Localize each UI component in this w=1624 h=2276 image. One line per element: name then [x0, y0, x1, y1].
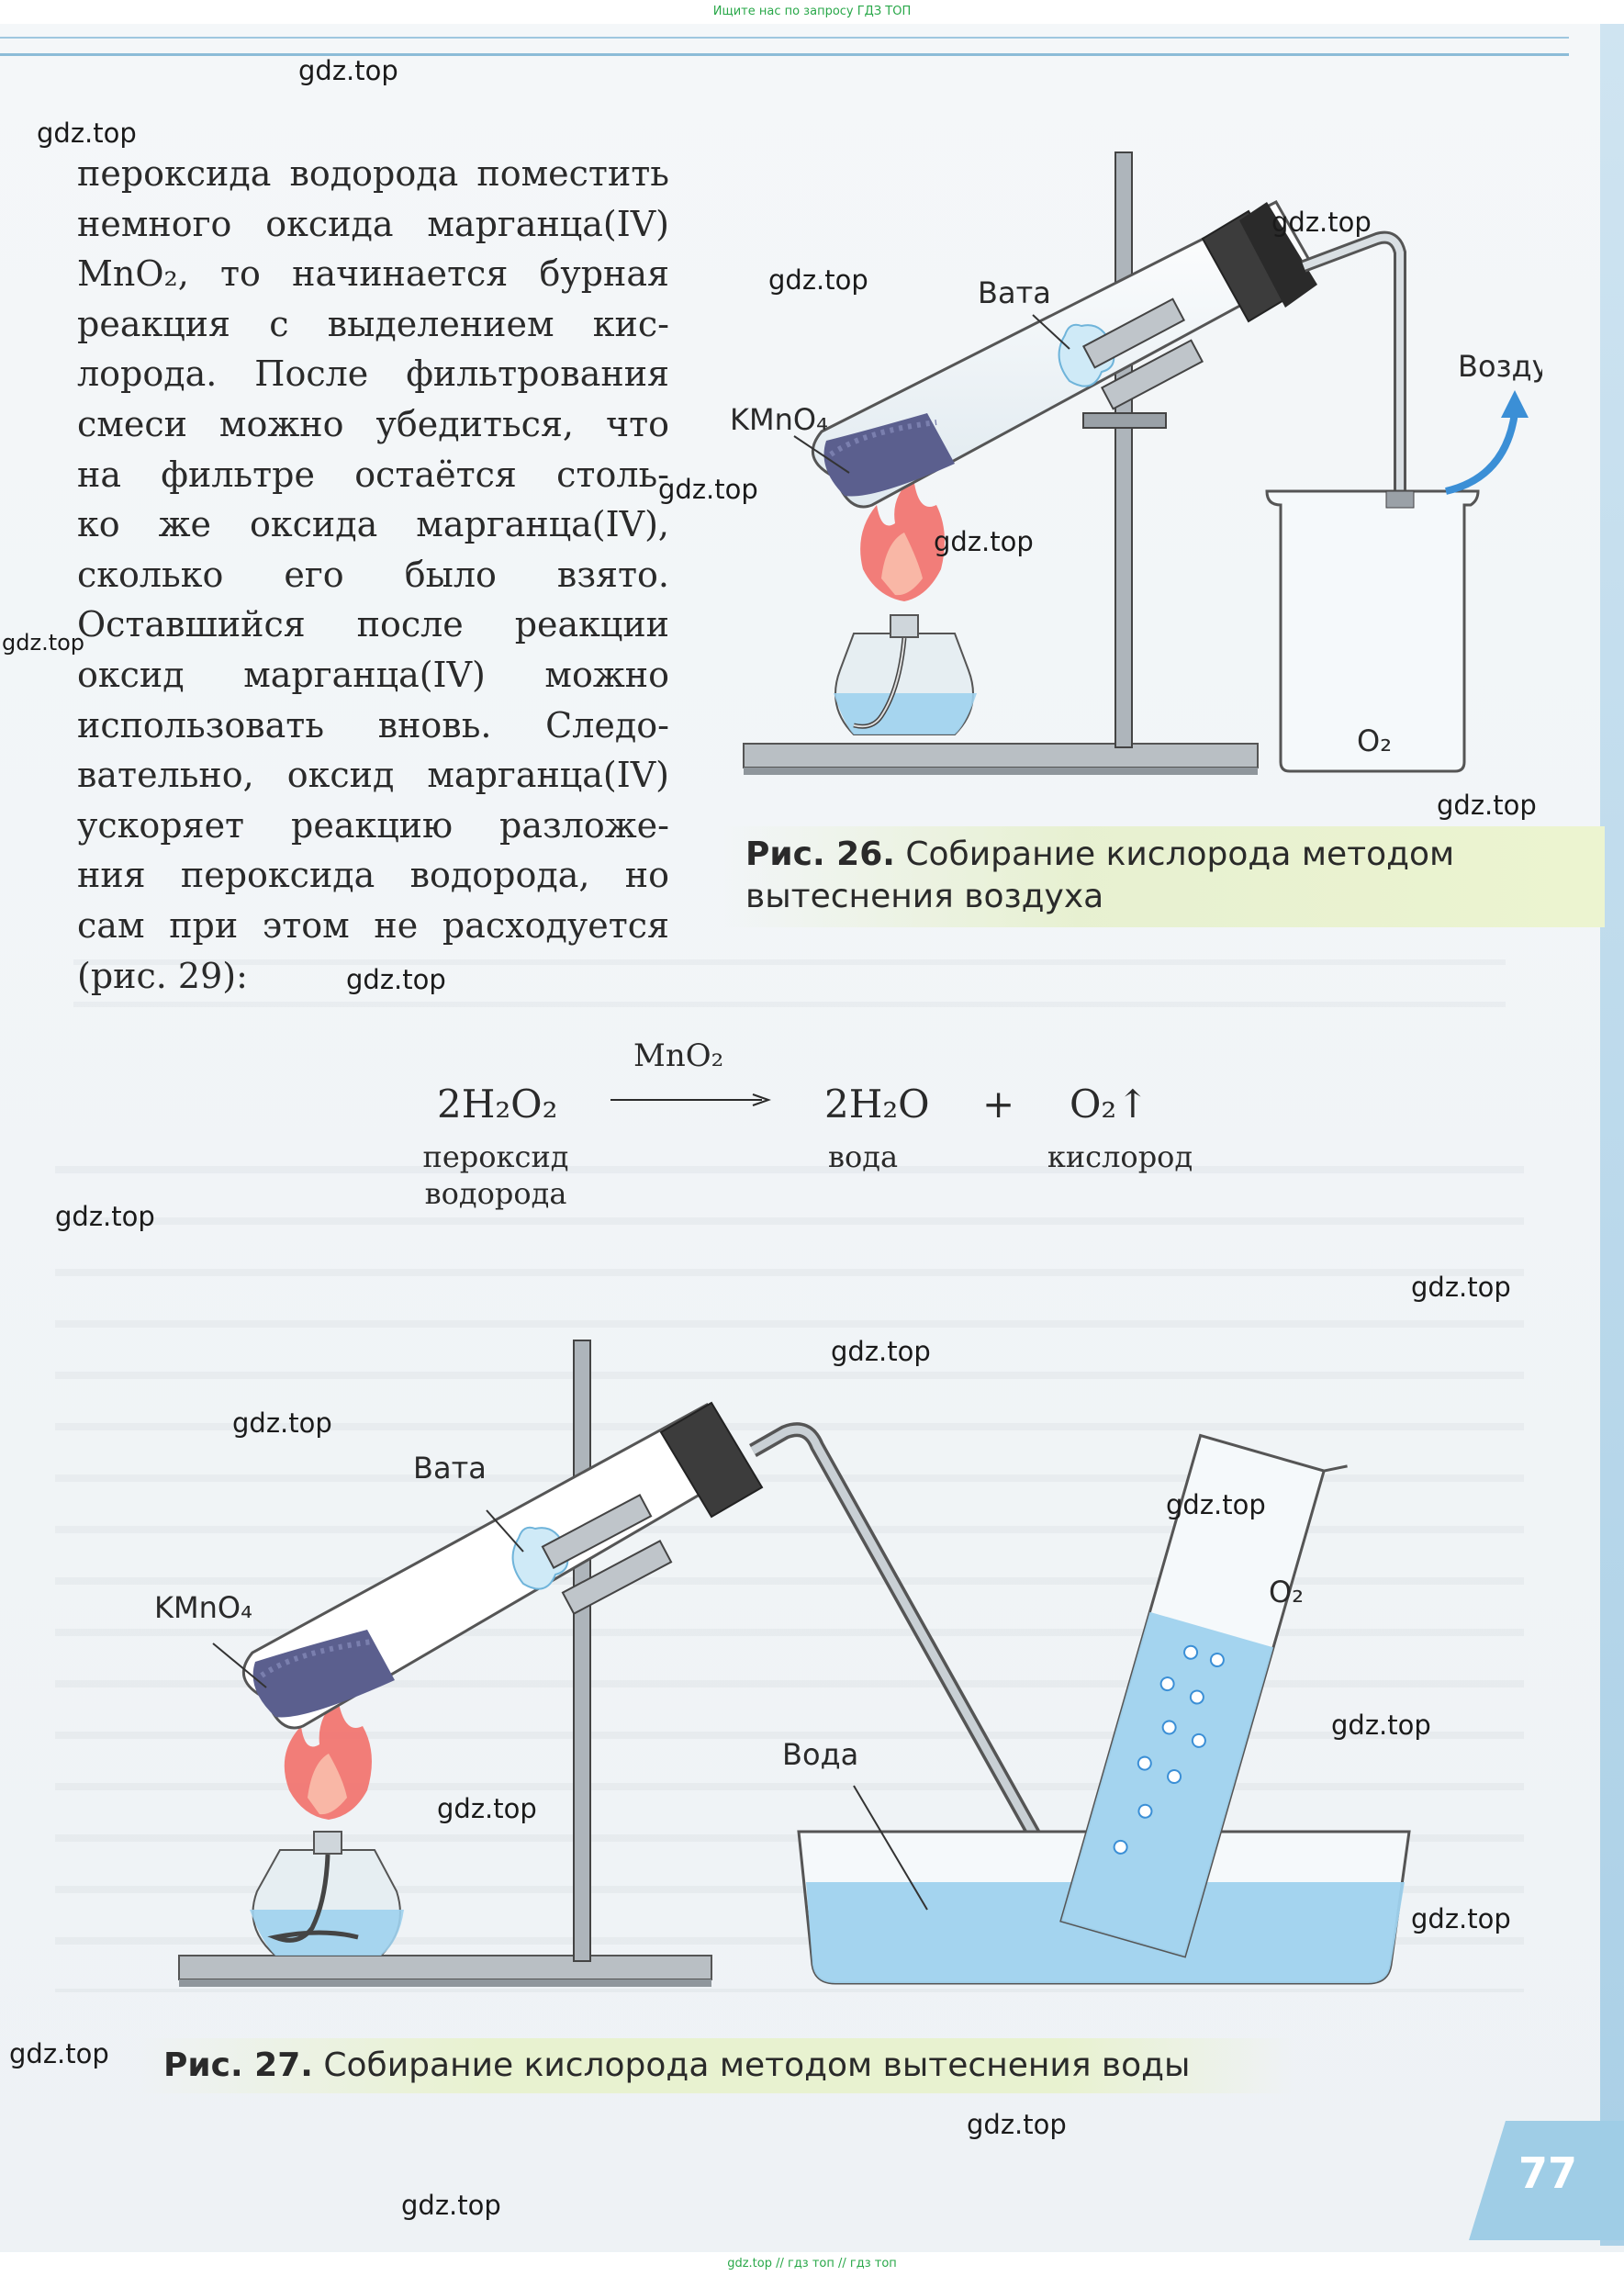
watermark: gdz.top	[1411, 1272, 1511, 1303]
watermark: gdz.top	[934, 526, 1034, 557]
stopper	[659, 1401, 764, 1519]
stand-rod	[573, 1340, 591, 1962]
watermark: gdz.top	[298, 55, 398, 86]
label-o2-26: O₂	[1357, 723, 1392, 758]
text-line: на фильтре остаётся столь-	[77, 454, 669, 495]
label-reagent-27: KMnO₄	[154, 1590, 252, 1625]
label-reagent-26: KMnO₄	[730, 402, 828, 437]
watermark: gdz.top	[2, 630, 85, 656]
stand-base	[743, 743, 1259, 768]
eq-catalyst: MnO₂	[633, 1037, 724, 1074]
figure-27-caption: Рис. 27. Собирание кислорода методом выт…	[138, 2038, 1294, 2093]
text-line: смеси можно убедиться, что	[77, 403, 669, 444]
text-line: оксид марганца(IV) можно	[77, 654, 669, 695]
label-water: Вода	[782, 1737, 858, 1772]
stand-base	[178, 1955, 712, 1980]
watermark: gdz.top	[55, 1201, 155, 1232]
show-through	[73, 959, 1506, 1015]
figure-27-illustration: Вата KMnO₄ Вода O₂	[154, 1340, 1411, 1987]
reagent-kmno4	[823, 413, 955, 497]
figure-26-illustration: Вата KMnO₄ Воздух O₂	[730, 151, 1542, 775]
page-edge-strip	[1600, 24, 1624, 2246]
air-arrow	[1445, 412, 1518, 495]
eq-plus: +	[982, 1082, 1015, 1127]
oxygen-bubbles	[1113, 1644, 1225, 1855]
watermark: gdz.top	[658, 474, 758, 505]
watermark: gdz.top	[9, 2038, 109, 2069]
eq-product1-name: вода	[827, 1139, 899, 1174]
text-line: MnO₂, то начинается бурная	[77, 253, 669, 295]
reaction-equation: 2H₂O₂ MnO₂ 2H₂O + O₂↑ пероксид водорода …	[386, 1037, 1212, 1221]
page-number-tab	[1469, 2121, 1624, 2240]
eq-product1: 2H₂O	[824, 1082, 930, 1127]
watermark: gdz.top	[401, 2190, 501, 2221]
watermark: gdz.top	[37, 118, 137, 149]
watermark: gdz.top	[831, 1336, 931, 1367]
text-line: сам при этом не расходуется	[77, 904, 669, 946]
stand-rod	[1114, 151, 1133, 748]
eq-reactant: 2H₂O₂	[437, 1082, 558, 1127]
caption-text: Собирание кислорода методом вытеснения в…	[745, 835, 1455, 915]
watermark: gdz.top	[437, 1793, 537, 1824]
watermark: gdz.top	[1331, 1710, 1431, 1741]
bottom-note: gdz.top // гдз топ // гдз топ	[0, 2252, 1624, 2276]
top-rule-thick	[0, 53, 1569, 56]
body-text: пероксида водорода поместить немного окс…	[77, 149, 669, 1001]
label-cotton-27: Вата	[413, 1451, 487, 1486]
label-o2-27: O₂	[1269, 1575, 1304, 1609]
figure-26-caption: Рис. 26. Собирание кислорода методом выт…	[723, 826, 1605, 927]
caption-number: Рис. 26.	[745, 835, 895, 873]
text-line: Оставшийся после реакции	[77, 604, 669, 645]
top-rule	[0, 37, 1569, 39]
top-note: Ищите нас по запросу ГДЗ ТОП	[0, 0, 1624, 24]
text-line: ускоряет реакцию разложе-	[77, 804, 669, 846]
watermark: gdz.top	[1437, 790, 1537, 821]
text-line: сколько его было взято.	[77, 554, 669, 595]
page-number: 77	[1518, 2148, 1577, 2198]
label-cotton-26: Вата	[978, 275, 1051, 310]
text-line: (рис. 29):	[77, 955, 248, 996]
eq-product2: O₂↑	[1070, 1082, 1149, 1127]
watermark: gdz.top	[1166, 1489, 1266, 1520]
eq-reactant-name-1: пероксид	[422, 1139, 569, 1174]
text-line: вательно, оксид марганца(IV)	[77, 755, 669, 796]
text-line: пероксида водорода поместить	[77, 153, 669, 194]
label-air: Воздух	[1458, 349, 1542, 384]
reaction-arrow	[610, 1093, 771, 1106]
text-line: ко же оксида марганца(IV),	[77, 504, 669, 545]
text-line: немного оксида марганца(IV)	[77, 203, 669, 244]
watermark: gdz.top	[967, 2109, 1067, 2140]
eq-reactant-name-2: водорода	[424, 1176, 567, 1211]
caption-text: Собирание кислорода методом вытеснения в…	[323, 2046, 1191, 2084]
eq-product2-name: кислород	[1047, 1139, 1193, 1174]
caption-number: Рис. 27.	[163, 2046, 313, 2084]
text-line: ния пероксида водорода, но	[77, 855, 669, 896]
text-line: лорода. После фильтрования	[77, 353, 669, 395]
beaker	[1265, 489, 1480, 773]
watermark: gdz.top	[232, 1407, 332, 1439]
watermark: gdz.top	[346, 964, 446, 995]
watermark: gdz.top	[1411, 1903, 1511, 1934]
watermark: gdz.top	[768, 264, 868, 296]
text-line: использовать вновь. Следо-	[77, 704, 669, 746]
watermark: gdz.top	[1271, 207, 1372, 238]
reagent-kmno4	[252, 1630, 395, 1718]
text-line: реакция с выделением кис-	[77, 303, 669, 344]
